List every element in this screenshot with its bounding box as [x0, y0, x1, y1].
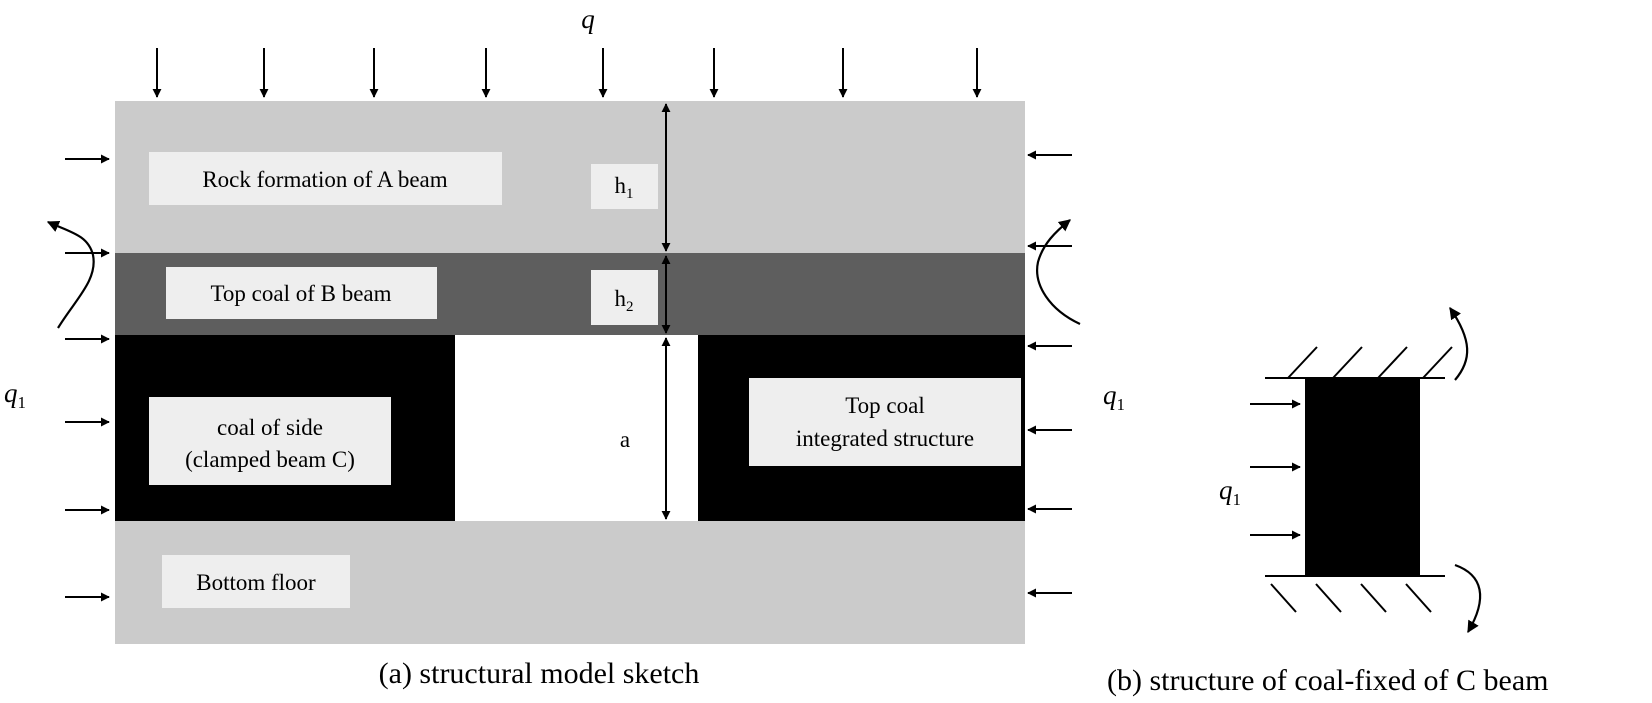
hatch-line	[1360, 583, 1387, 613]
hatch-line	[1332, 346, 1363, 379]
bottom-support-hatching	[1270, 583, 1432, 613]
top-support-hatching	[1287, 346, 1453, 379]
c-beam-block	[1305, 379, 1420, 575]
hatch-line	[1287, 346, 1318, 379]
h1-label-box	[591, 164, 658, 209]
h2-label-box	[591, 270, 658, 325]
coal-side-label-box	[149, 397, 391, 485]
panel-b: q1 (b) structure of coal-fixed of C beam	[1107, 307, 1549, 697]
q-label: q	[581, 4, 595, 34]
rock-formation-label: Rock formation of A beam	[202, 167, 447, 192]
bottom-floor-label: Bottom floor	[196, 570, 316, 595]
top-coal-b-label: Top coal of B beam	[210, 281, 391, 306]
bottom-moment-arrow	[1454, 563, 1482, 634]
right-q1-arrows	[1027, 150, 1072, 598]
panel-a: Rock formation of A beam h1 Top coal of …	[4, 4, 1125, 690]
c-beam-q1-arrows	[1250, 399, 1301, 540]
hatch-line	[1422, 346, 1453, 379]
caption-b: (b) structure of coal-fixed of C beam	[1107, 664, 1549, 697]
top-coal-b-label-box	[166, 267, 437, 319]
top-coal-integrated-label-line2: integrated structure	[796, 426, 974, 451]
hatch-line	[1405, 583, 1432, 613]
roadway-opening	[455, 335, 698, 521]
left-q1-label: q1	[4, 378, 26, 412]
left-q1-arrows	[65, 154, 110, 602]
right-moment-arrow	[1036, 219, 1081, 325]
rock-formation-label-box	[149, 152, 502, 205]
c-beam-q1-label: q1	[1219, 475, 1241, 509]
left-moment-arrow	[46, 220, 95, 329]
hatch-line	[1377, 346, 1408, 379]
caption-a: (a) structural model sketch	[379, 657, 700, 690]
top-moment-arrow	[1449, 307, 1469, 381]
top-coal-integrated-label-line1: Top coal	[845, 393, 925, 418]
h2-label: h2	[615, 286, 634, 315]
q-load-arrows	[152, 48, 982, 98]
coal-side-label-line1: coal of side	[217, 415, 323, 440]
bottom-floor-label-box	[162, 555, 350, 608]
hatch-line	[1270, 583, 1297, 613]
a-label: a	[620, 427, 630, 452]
hatch-line	[1315, 583, 1342, 613]
top-coal-integrated-label-box	[749, 378, 1021, 466]
h1-label: h1	[615, 173, 634, 202]
coal-side-label-line2: (clamped beam C)	[185, 447, 355, 472]
right-q1-label: q1	[1103, 380, 1125, 414]
